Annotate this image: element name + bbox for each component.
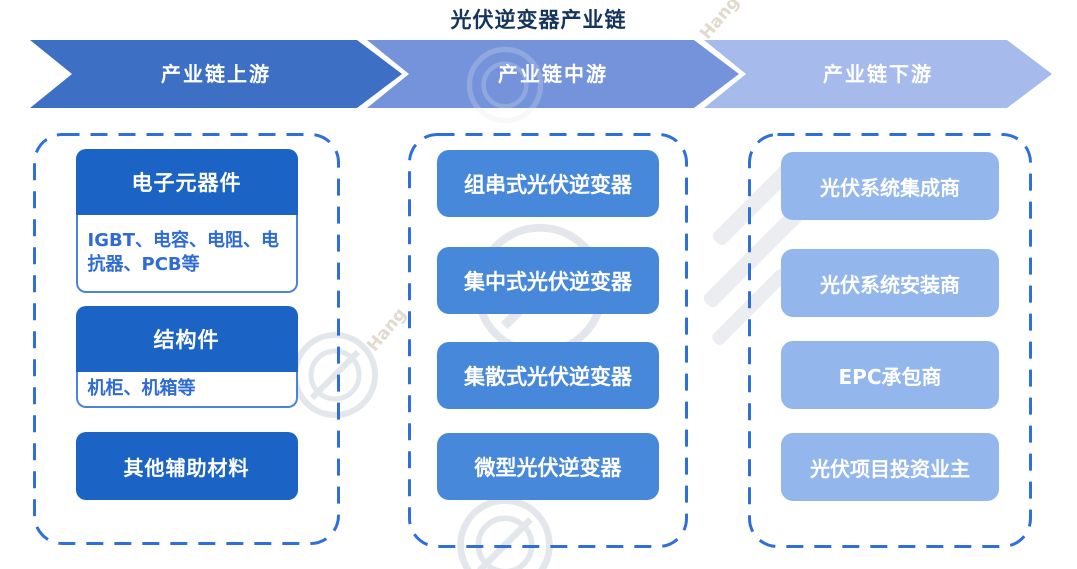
- watermark-text: Hang: [363, 304, 411, 356]
- downstream-column: 光伏系统集成商 光伏系统安装商 EPC承包商 光伏项目投资业主: [748, 133, 1032, 548]
- downstream-item: EPC承包商: [781, 341, 999, 409]
- downstream-item: 光伏系统安装商: [781, 249, 999, 317]
- group-header: 电子元器件: [75, 149, 298, 215]
- midstream-item: 微型光伏逆变器: [437, 433, 659, 500]
- upstream-column: 电子元器件 IGBT、电容、电阻、电抗器、PCB等 结构件 机柜、机箱等 其他辅…: [33, 133, 340, 545]
- group-detail: IGBT、电容、电阻、电抗器、PCB等: [75, 215, 298, 293]
- downstream-item: 光伏系统集成商: [781, 152, 999, 220]
- midstream-item: 集散式光伏逆变器: [437, 342, 659, 409]
- upstream-group-structural: 结构件 机柜、机箱等: [75, 306, 298, 408]
- downstream-item: 光伏项目投资业主: [781, 433, 999, 501]
- page-title: 光伏逆变器产业链: [450, 7, 627, 32]
- group-detail: 机柜、机箱等: [75, 372, 298, 408]
- group-header: 结构件: [75, 306, 298, 372]
- stage-banner-upstream-label: 产业链上游: [161, 62, 271, 86]
- stage-banner-downstream-label: 产业链下游: [823, 62, 933, 86]
- upstream-group-auxiliary: 其他辅助材料: [75, 432, 298, 500]
- upstream-group-electronics: 电子元器件 IGBT、电容、电阻、电抗器、PCB等: [75, 149, 298, 293]
- stage-banner-midstream: 产业链中游: [367, 40, 739, 108]
- midstream-item: 集中式光伏逆变器: [437, 247, 659, 314]
- stage-banner-upstream: 产业链上游: [30, 40, 402, 108]
- stage-banner-midstream-label: 产业链中游: [498, 62, 608, 86]
- midstream-item: 组串式光伏逆变器: [437, 150, 659, 217]
- stage-banner-downstream: 产业链下游: [704, 40, 1052, 108]
- midstream-column: 组串式光伏逆变器 集中式光伏逆变器 集散式光伏逆变器 微型光伏逆变器: [408, 133, 688, 548]
